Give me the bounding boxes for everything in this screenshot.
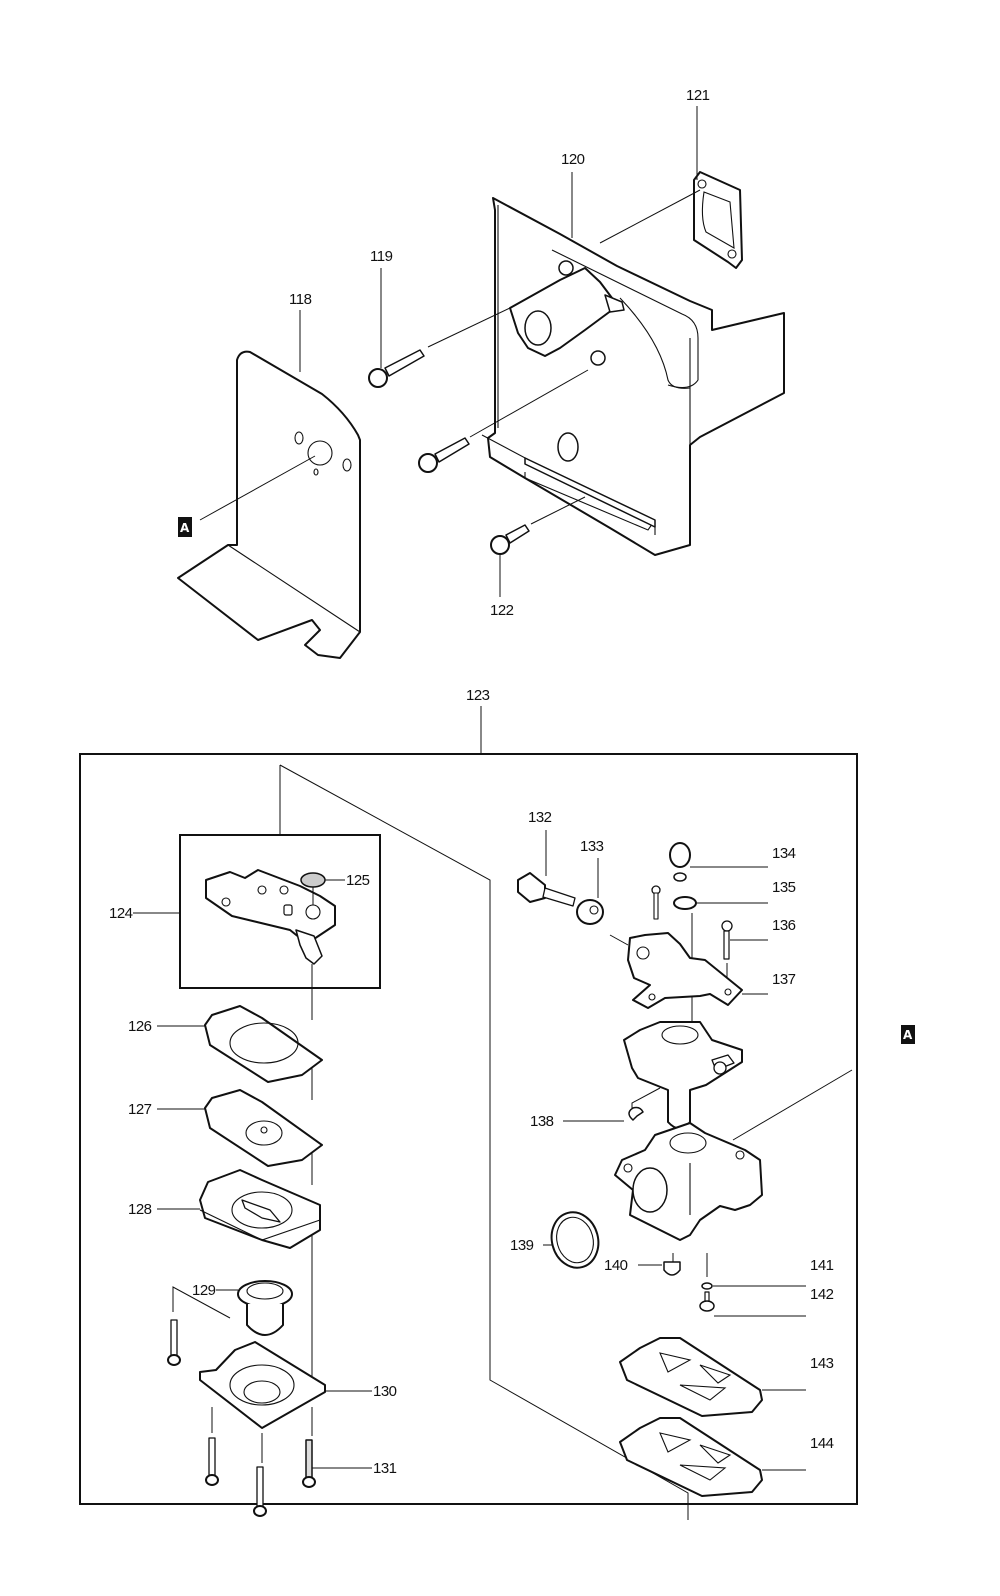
part-139-o-ring [550,1211,600,1269]
svg-text:A: A [903,1028,913,1042]
part-label-120: 120 [561,151,585,168]
part-134-plug [669,842,691,882]
part-128-body-plate [199,1169,321,1249]
part-127-diaphragm [204,1089,323,1167]
svg-text:A: A [180,521,190,535]
part-label-124: 124 [109,905,133,922]
part-label-121: 121 [686,87,710,104]
part-133-nut [576,899,604,925]
reference-marker-a: A [178,517,192,537]
part-label-128: 128 [128,1201,152,1218]
part-142-needle [699,1291,715,1312]
part-label-130: 130 [373,1383,397,1400]
part-label-119: 119 [370,248,393,265]
part-130-primer-cover [199,1341,326,1429]
part-129-primer-bulb [237,1280,293,1336]
part-137-lever-plate [627,932,743,1009]
assembly-123-frame [79,753,858,1505]
part-144-diaphragm [619,1417,763,1497]
part-label-134: 134 [772,845,796,862]
part-126-gasket [204,1005,323,1083]
part-label-144: 144 [810,1435,834,1452]
part-label-123: 123 [466,687,490,704]
part-143-gasket [619,1337,763,1417]
part-label-138: 138 [530,1113,554,1130]
part-label-140: 140 [604,1257,628,1274]
part-label-129: 129 [192,1282,216,1299]
part-140-plug [663,1261,681,1276]
part-132-adjust-screw [517,872,576,907]
part-label-118: 118 [289,291,312,308]
carburetor-body [614,1122,763,1241]
part-120-insulator [509,260,625,366]
part-label-122: 122 [490,602,514,619]
part-119-screw-lower [418,437,470,473]
part-label-135: 135 [772,879,796,896]
part-131-screws [167,1319,316,1517]
part-label-132: 132 [528,809,552,826]
part-119-screw [368,349,425,388]
part-138-e-ring [628,1106,644,1121]
part-125-filter [300,872,326,888]
reference-marker-a-lower: A [901,1025,915,1044]
part-label-126: 126 [128,1018,152,1035]
sub-assembly-124-frame [179,834,381,989]
part-136-screw [721,920,733,960]
part-label-139: 139 [510,1237,534,1254]
part-label-143: 143 [810,1355,834,1372]
part-label-136: 136 [772,917,796,934]
part-label-131: 131 [373,1460,397,1477]
part-label-125: 125 [346,872,370,889]
part-label-141: 141 [810,1257,834,1274]
part-124-pump-cover [205,869,336,965]
part-label-133: 133 [580,838,604,855]
part-141-o-ring [701,1282,713,1290]
part-label-137: 137 [772,971,796,988]
part-label-142: 142 [810,1286,834,1303]
part-label-127: 127 [128,1101,152,1118]
part-121-gasket [693,171,743,269]
part-135-washer [673,896,697,910]
part-118-plate [177,350,361,659]
screw-small [651,885,661,920]
part-122-screw [490,524,530,555]
